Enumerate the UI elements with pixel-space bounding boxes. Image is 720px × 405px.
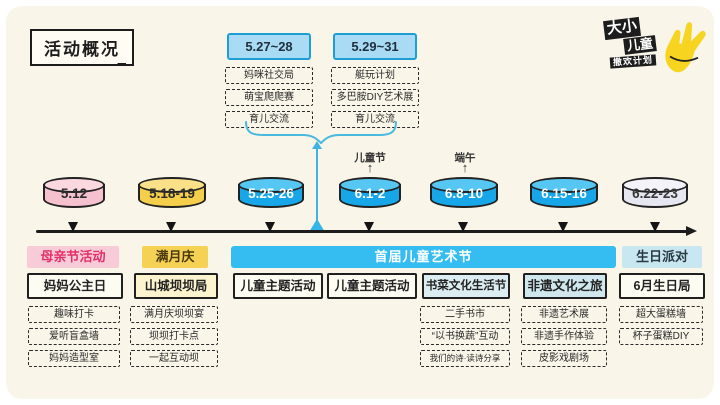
festival-banner: 首届儿童艺术节 [231, 246, 616, 268]
main-event-box: 妈妈公主日 [27, 273, 123, 299]
section-header-birthday: 生日派对 [622, 246, 702, 268]
title-tail-decoration [117, 63, 126, 64]
brand-logo: 大小 儿童 撒欢计划 [602, 16, 714, 78]
sub-activity: 非遗艺术展 [521, 306, 607, 323]
cylinder-lid [622, 177, 688, 193]
date-cylinder: 5.25-26 [238, 177, 304, 208]
cylinder-lid [138, 177, 206, 193]
date-chip: 5.27~28 [227, 33, 311, 60]
date-chip: 5.29~31 [333, 33, 417, 60]
cylinder-lid [238, 177, 304, 193]
up-arrow-icon: ↑ [461, 160, 469, 175]
main-event-box: 山城坝坝局 [134, 273, 218, 299]
tick-marker [166, 222, 176, 232]
activity-item: 多巴胺DIY艺术展 [331, 89, 419, 106]
activity-item: 萌宝爬爬赛 [225, 89, 313, 106]
date-cylinder: 6.22-23 [622, 177, 688, 208]
main-event-box: 书菜文化生活节 [422, 273, 510, 299]
activity-item: 妈咪社交局 [225, 67, 313, 84]
tick-marker [650, 222, 660, 232]
sub-activity: 坝坝打卡点 [130, 328, 218, 345]
main-event-box: 儿童主题活动 [233, 273, 323, 299]
activity-item: 艇玩计划 [331, 67, 419, 84]
date-label: 6.22-23 [632, 186, 678, 201]
tick-marker [265, 222, 275, 232]
pre-event-group-529: 5.29~31 艇玩计划 多巴胺DIY艺术展 育儿交流 [330, 33, 420, 133]
cylinder-lid [530, 177, 598, 193]
date-cylinder: 6.1-2 [339, 177, 401, 208]
up-arrowhead-icon [312, 141, 322, 149]
main-event-box: 非遗文化之旅 [523, 273, 607, 299]
logo-line2: 儿童 [623, 35, 657, 56]
date-label: 5.12 [60, 186, 88, 201]
date-cylinder: 6.15-16 [530, 177, 598, 208]
logo-line3: 撒欢计划 [609, 54, 657, 69]
main-event-box: 儿童主题活动 [327, 273, 417, 299]
timeline-axis [36, 230, 688, 233]
sub-activity: 我们的诗·读诗分享 [420, 350, 510, 367]
cylinder-lid [339, 177, 401, 193]
sub-activity: 一起互动坝 [130, 350, 218, 367]
activity-item: 育儿交流 [331, 111, 419, 128]
timeline-arrowhead-icon [686, 226, 697, 236]
sub-activity: 爱听盲盒墙 [28, 328, 120, 345]
sub-activity: 妈妈造型室 [28, 350, 120, 367]
section-header-full-moon: 满月庆 [142, 246, 208, 268]
date-label: 6.15-16 [541, 186, 587, 201]
sub-activity: 趣味打卡 [28, 306, 120, 323]
sub-activity: 非遗手作体验 [521, 328, 607, 345]
sub-activity: 二手书市 [420, 306, 510, 323]
page-title-text: 活动概况 [44, 40, 120, 59]
page-title: 活动概况 [30, 29, 134, 66]
date-label: 5.18-19 [149, 186, 195, 201]
main-event-box: 6月生日局 [619, 273, 705, 299]
cylinder-lid [43, 177, 105, 193]
tick-marker [364, 222, 374, 232]
section-header-mothers-day: 母亲节活动 [27, 246, 119, 268]
date-cylinder: 6.8-10 [430, 177, 498, 208]
sub-activity: 杯子蛋糕DIY [619, 328, 703, 345]
cylinder-lid [430, 177, 498, 193]
sub-activity: 超大蛋糕墙 [619, 306, 703, 323]
date-label: 6.8-10 [444, 186, 484, 201]
poster-panel: 活动概况 大小 儿童 撒欢计划 5.27~28 妈咪社交局 萌宝爬爬赛 育儿交流… [6, 6, 714, 399]
sub-activity: “以书换蔬”互动 [420, 328, 510, 345]
timeline-highlight-marker [309, 219, 325, 232]
date-label: 6.1-2 [354, 186, 386, 201]
connector-line [316, 147, 318, 229]
pre-event-group-527: 5.27~28 妈咪社交局 萌宝爬爬赛 育儿交流 [224, 33, 314, 133]
up-arrow-icon: ↑ [366, 160, 374, 175]
holiday-note: 儿童节 [354, 152, 386, 164]
tick-marker [68, 222, 78, 232]
sub-activity: 皮影戏剧场 [521, 350, 607, 367]
tick-marker [458, 222, 468, 232]
date-cylinder: 5.12 [43, 177, 105, 208]
holiday-note: 端午 [454, 152, 476, 164]
date-cylinder: 5.18-19 [138, 177, 206, 208]
date-label: 5.25-26 [248, 186, 294, 201]
victory-hand-icon [665, 22, 706, 73]
sub-activity: 满月庆坝坝宴 [130, 306, 218, 323]
tick-marker [558, 222, 568, 232]
activity-item: 育儿交流 [225, 111, 313, 128]
